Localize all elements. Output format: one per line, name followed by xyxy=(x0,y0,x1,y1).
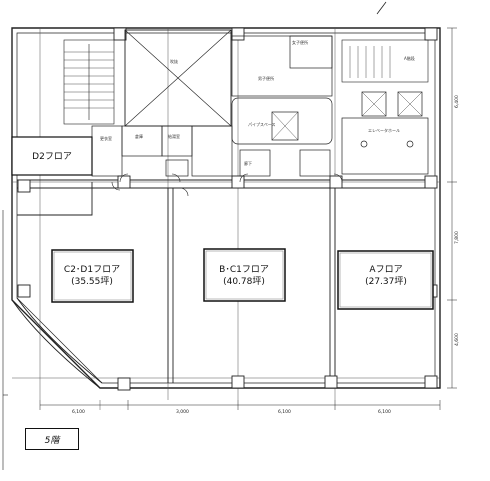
margin-marks xyxy=(2,210,8,470)
core-rooms xyxy=(91,35,333,177)
storage-label: 倉庫 xyxy=(135,133,143,139)
stair-left xyxy=(63,39,115,125)
dim-bottom-4: 6,100 xyxy=(378,409,391,415)
dim-bottom-3: 6,100 xyxy=(278,409,291,415)
room-d2-name: D2フロア xyxy=(32,152,72,162)
curved-facade xyxy=(11,297,103,389)
elevator-hall-label: エレベータホール xyxy=(368,127,400,133)
toilet-women-label: 女子便所 xyxy=(292,39,308,45)
stair-a-label: A階段 xyxy=(404,55,415,61)
dim-right-1: 6,400 xyxy=(454,95,460,108)
void-atrium xyxy=(124,29,232,127)
room-c2d1-area: (35.55坪) xyxy=(71,276,113,287)
stair-right xyxy=(341,39,429,83)
room-bc1-area: (40.78坪) xyxy=(223,276,265,287)
dim-right-2: 7,800 xyxy=(454,231,460,244)
toilet-men-label: 男子便所 xyxy=(258,75,274,81)
void-label: 吹抜 xyxy=(170,58,178,64)
room-a-name: Aフロア xyxy=(369,265,402,275)
floor-label: 5階 xyxy=(25,428,79,450)
room-a: Aフロア (27.37坪) xyxy=(337,250,434,310)
room-bc1-name: B･C1フロア xyxy=(219,265,269,275)
pantry-label: 給湯室 xyxy=(168,133,180,139)
locker-label: 更衣室 xyxy=(100,135,112,141)
partitions xyxy=(17,179,435,383)
dimension-right xyxy=(447,27,457,389)
room-bc1: B･C1フロア (40.78坪) xyxy=(203,248,286,302)
room-a-area: (27.37坪) xyxy=(365,276,407,287)
north-mark xyxy=(376,1,387,15)
elevators xyxy=(341,91,429,175)
dimension-bottom xyxy=(39,400,441,410)
dim-bottom-2: 3,000 xyxy=(176,409,189,415)
room-d2: D2フロア xyxy=(11,136,93,176)
columns xyxy=(17,27,438,391)
room-c2d1: C2･D1フロア (35.55坪) xyxy=(51,249,134,303)
grid-lines xyxy=(12,28,440,410)
doors xyxy=(111,173,343,197)
pipe-space-label: パイプスペース xyxy=(248,121,276,127)
outer-walls xyxy=(11,27,441,389)
dim-bottom-1: 6,100 xyxy=(72,409,85,415)
hall-label: 廊下 xyxy=(244,160,252,166)
room-c2d1-name: C2･D1フロア xyxy=(64,265,120,275)
dim-right-3: 4,600 xyxy=(454,333,460,346)
